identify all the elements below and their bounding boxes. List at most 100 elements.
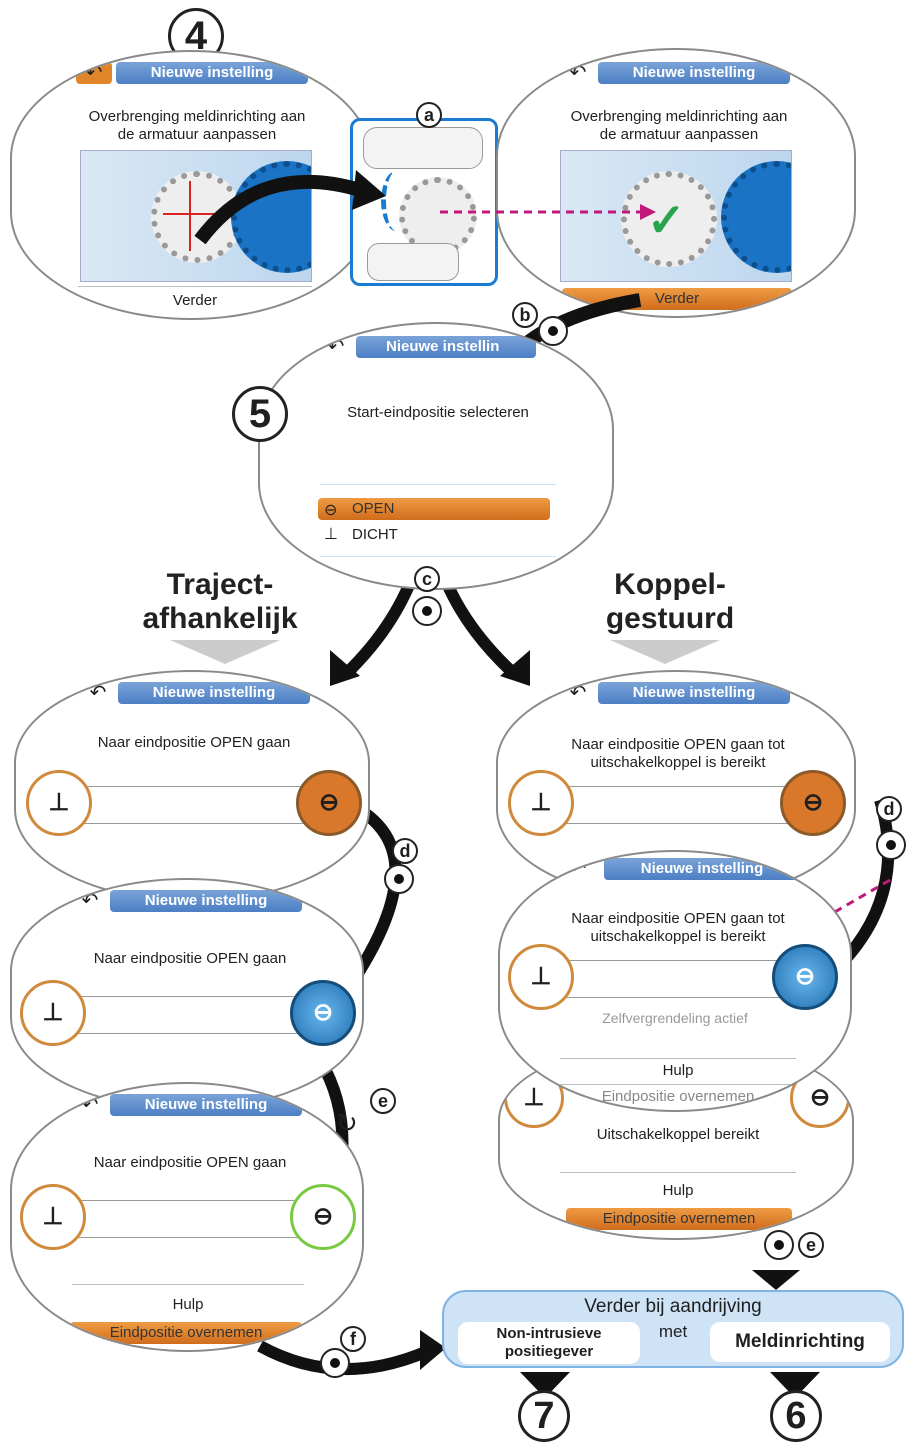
self-locking-status: Zelfvergrendeling actief [602, 1010, 748, 1026]
open-position-knob[interactable]: ⊖ [290, 1184, 356, 1250]
accept-end-position-button[interactable]: Eindpositie overnemen [70, 1322, 302, 1344]
label-e: e [370, 1088, 396, 1114]
header-title: Nieuwe instelling [118, 682, 310, 704]
arrow-to-6 [770, 1372, 820, 1398]
step-7-badge: 7 [518, 1390, 570, 1442]
rotate-arrow-icon [381, 171, 412, 231]
close-position-knob[interactable]: ⊥ [26, 770, 92, 836]
header-title: Nieuwe instellin [356, 336, 536, 358]
option-non-intrusive[interactable]: Non-intrusieve positiegever [458, 1322, 640, 1364]
divider [320, 556, 556, 557]
screen-travel-3: ↶ Nieuwe instelling Naar eindpositie OPE… [10, 1082, 364, 1352]
header-title: Nieuwe instelling [598, 62, 790, 84]
screen-text: Overbrenging meldinrichting aan [570, 108, 788, 125]
label-b: b [512, 302, 538, 328]
option-open[interactable]: OPEN [318, 498, 550, 520]
header-title: Nieuwe instelling [116, 62, 308, 84]
position-track [528, 786, 828, 824]
label-d: d [392, 838, 418, 864]
hand-illustration [367, 243, 459, 281]
branch-title-torque: gestuurd [605, 602, 735, 635]
back-button[interactable]: ↶ [89, 682, 107, 704]
screen-text: Naar eindpositie OPEN gaan [93, 950, 287, 967]
close-position-icon: ⊥ [530, 789, 552, 816]
open-position-knob-active[interactable]: ⊖ [290, 980, 356, 1046]
screen-text: Naar eindpositie OPEN gaan [93, 1154, 287, 1171]
gear-adjust-image [80, 150, 312, 282]
open-position-knob-active[interactable]: ⊖ [772, 944, 838, 1010]
back-button[interactable]: ↶ [569, 858, 587, 880]
screen-torque-2: ↶ Nieuwe instelling Naar eindpositie OPE… [498, 850, 852, 1112]
gear-icon [621, 171, 717, 267]
close-position-icon: ⊥ [530, 963, 552, 990]
next-button[interactable]: Verder [172, 292, 218, 309]
close-position-knob[interactable]: ⊥ [508, 770, 574, 836]
screen-torque-1: ↶ Nieuwe instelling Naar eindpositie OPE… [496, 670, 856, 902]
screen-travel-2: ↶ Nieuwe instelling Naar eindpositie OPE… [10, 878, 364, 1110]
header-title: Nieuwe instelling [110, 890, 302, 912]
back-button[interactable]: ↶ [81, 1094, 99, 1116]
close-position-icon: ⊥ [324, 526, 338, 543]
divider [72, 1284, 304, 1285]
close-position-icon: ⊥ [48, 789, 70, 816]
close-position-knob[interactable]: ⊥ [508, 944, 574, 1010]
action-dot [320, 1348, 350, 1378]
down-arrow-right [610, 640, 720, 664]
back-button[interactable]: ↶ [76, 62, 112, 84]
option-signalling-unit[interactable]: Meldinrichting [710, 1322, 890, 1362]
header-title: Nieuwe instelling [110, 1094, 302, 1116]
divider [78, 286, 312, 287]
position-track [42, 996, 332, 1034]
step-5-badge: 5 [232, 386, 288, 442]
step-6-badge: 6 [770, 1390, 822, 1442]
branch-title-torque: Koppel- [614, 568, 726, 601]
back-button[interactable]: ↶ [569, 62, 587, 84]
screen-text: Naar eindpositie OPEN gaan tot [571, 736, 785, 753]
screen-text: de armatuur aanpassen [117, 126, 277, 143]
arrowhead [500, 650, 530, 686]
help-button[interactable]: Hulp [662, 1182, 694, 1199]
arrowhead [420, 1330, 446, 1370]
close-position-icon: ⊥ [523, 1084, 545, 1111]
cross-icon [163, 213, 217, 215]
close-position-knob[interactable]: ⊥ [20, 1184, 86, 1250]
open-position-icon: ⊖ [794, 963, 816, 990]
help-button[interactable]: Hulp [172, 1296, 204, 1313]
continue-title: Verder bij aandrijving [584, 1296, 762, 1317]
action-dot [538, 316, 568, 346]
action-dot [876, 830, 906, 860]
label-d: d [876, 796, 902, 822]
back-button[interactable]: ↶ [569, 682, 587, 704]
continue-panel: Verder bij aandrijving met Non-intrusiev… [442, 1290, 904, 1368]
header-title: Nieuwe instelling [598, 682, 790, 704]
branch-title-travel: Traject- [166, 568, 274, 601]
back-button[interactable]: ↶ [81, 890, 99, 912]
hand-illustration [363, 127, 483, 169]
arrowhead [640, 204, 656, 220]
accept-end-position-button[interactable]: Eindpositie overnemen [566, 1208, 792, 1230]
arrowhead [330, 650, 360, 686]
divider [320, 484, 556, 485]
open-position-icon: ⊖ [312, 999, 334, 1026]
cross-icon [189, 181, 191, 251]
gear-aligned-image: ✓ [560, 150, 792, 282]
open-position-knob[interactable]: ⊖ [780, 770, 846, 836]
arrowhead [352, 170, 386, 210]
arrow-e-right [752, 1270, 800, 1290]
action-dot [384, 864, 414, 894]
arrow-to-7 [520, 1372, 570, 1398]
open-position-knob[interactable]: ⊖ [296, 770, 362, 836]
checkmark-icon: ✓ [647, 194, 686, 246]
help-button[interactable]: Hulp [662, 1062, 694, 1079]
label-c: c [414, 566, 440, 592]
position-track [46, 786, 342, 824]
open-position-icon: ⊖ [324, 502, 338, 519]
back-button[interactable]: ↶ [327, 336, 345, 358]
open-position-icon: ⊖ [318, 789, 340, 816]
close-position-knob[interactable]: ⊥ [20, 980, 86, 1046]
divider [560, 1172, 796, 1173]
option-close[interactable]: DICHT [352, 526, 398, 543]
down-arrow-left [170, 640, 280, 664]
action-dot [412, 596, 442, 626]
label-e: e [798, 1232, 824, 1258]
